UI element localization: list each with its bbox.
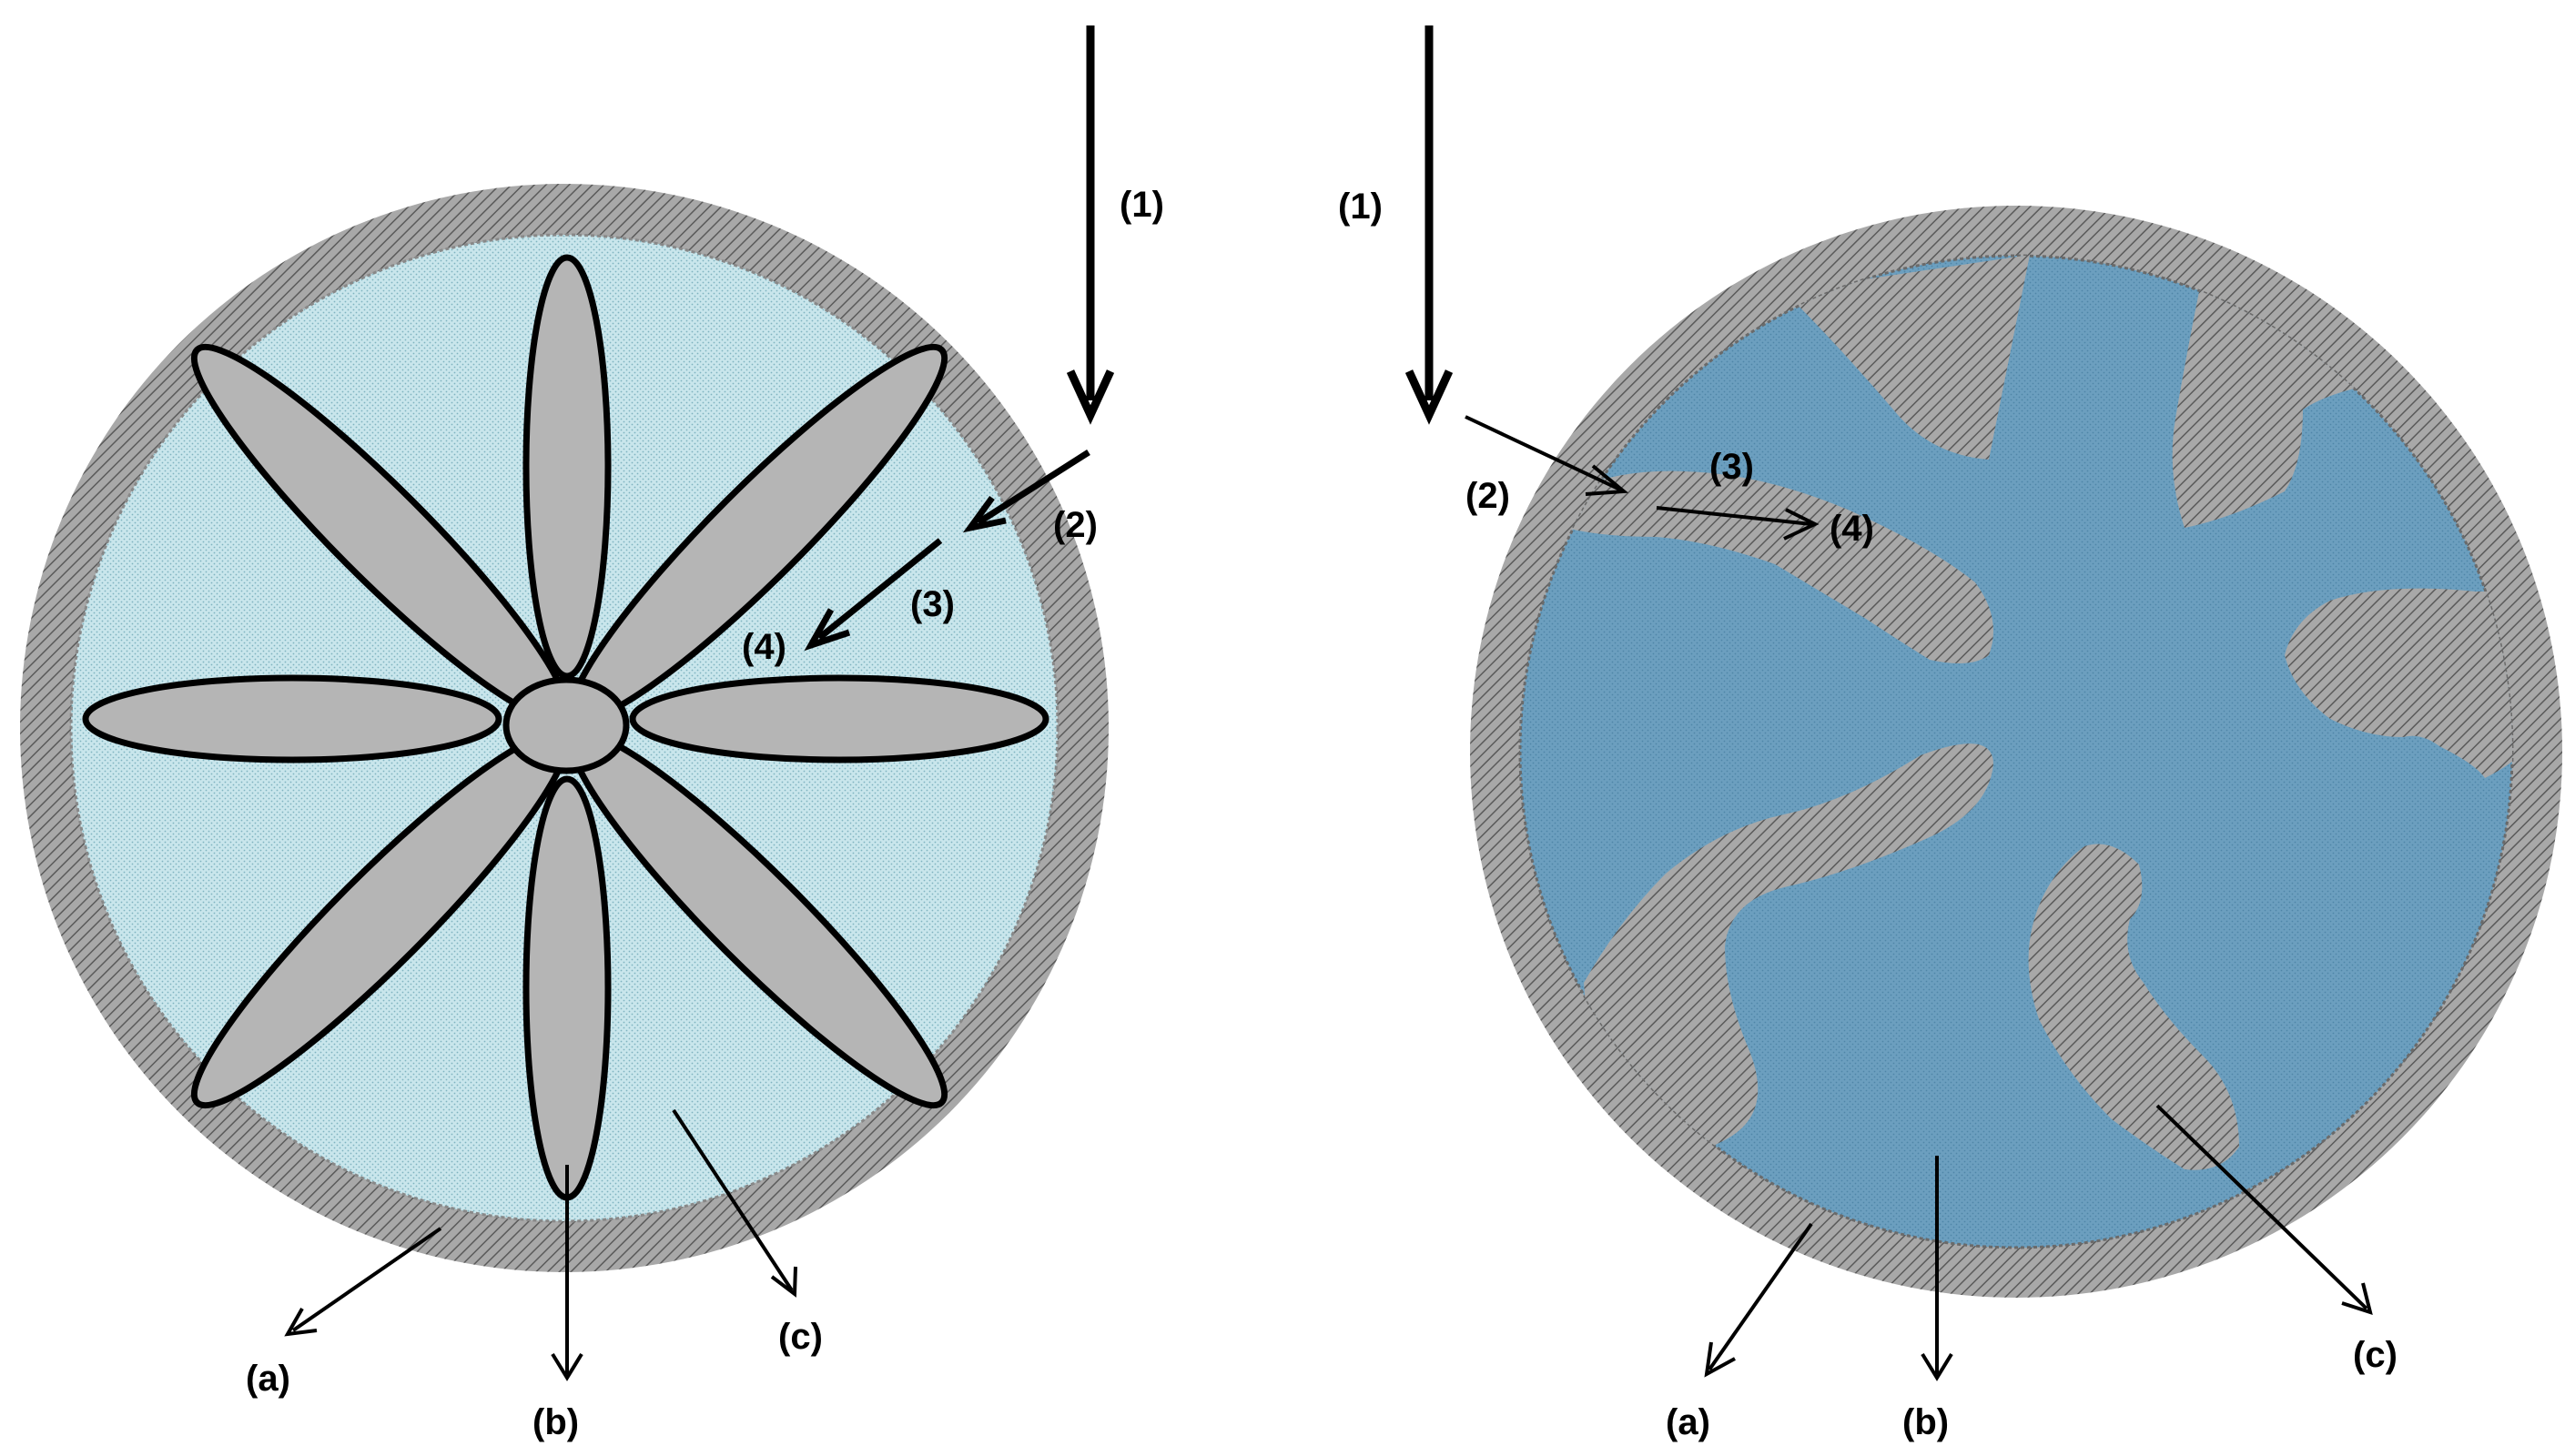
- arrow-step3: [816, 538, 943, 641]
- arrow-c-head: [770, 1266, 797, 1298]
- inclusion-upper-left-finger: [1566, 470, 1993, 663]
- label-c: (c): [778, 1317, 823, 1357]
- inclusion-right-lobe: [2285, 588, 2512, 778]
- arrow-c: [2155, 1104, 2368, 1310]
- arrow-b-head: [1921, 1352, 1953, 1381]
- inclusion-top-wedge: [1784, 256, 2030, 460]
- label-step3: (3): [910, 584, 955, 624]
- right-part-arrows: [1704, 1104, 2373, 1381]
- left-step-arrows: [804, 25, 1115, 652]
- arrow-step3-head: [1783, 508, 1820, 541]
- petal-center: [502, 676, 630, 774]
- right-diagram: (1) (2) (3) (4) (a) (b) (c): [1338, 25, 2562, 1442]
- arrow-step3-head: [804, 608, 851, 652]
- left-diagram: (1) (2) (3) (4) (a) (b) (c): [20, 25, 1164, 1442]
- inclusion-left-arm: [1584, 743, 1993, 1154]
- arrow-step2-head: [1585, 464, 1629, 496]
- arrow-step3: [1656, 506, 1812, 526]
- arrow-step2: [977, 450, 1090, 525]
- arrow-a: [1708, 1222, 1813, 1371]
- arrow-step2-head: [962, 495, 1007, 533]
- arrow-step1-head: [1066, 369, 1115, 425]
- arrow-b-head: [551, 1352, 583, 1381]
- label-step2: (2): [1053, 505, 1098, 545]
- arrow-a: [291, 1227, 442, 1332]
- arrow-a-head: [1704, 1341, 1736, 1378]
- label-step1: (1): [1120, 185, 1164, 225]
- label-step4: (4): [742, 627, 786, 667]
- label-a: (a): [246, 1359, 290, 1399]
- label-b: (b): [532, 1402, 579, 1442]
- left-petals: [82, 254, 1049, 1201]
- petal-left: [82, 674, 502, 763]
- label-step4: (4): [1830, 509, 1874, 549]
- arrow-c-head: [2341, 1282, 2373, 1316]
- arrow-a-head: [284, 1308, 318, 1337]
- label-step3: (3): [1709, 447, 1754, 487]
- petal-right: [629, 674, 1049, 763]
- inclusion-lower-right-hook: [2028, 844, 2239, 1170]
- arrow-c: [672, 1108, 794, 1292]
- right-step-arrows: [1404, 25, 1820, 541]
- label-step1: (1): [1338, 187, 1383, 227]
- petal-down: [522, 775, 612, 1201]
- label-c: (c): [2353, 1335, 2398, 1375]
- label-step2: (2): [1465, 476, 1510, 516]
- left-part-arrows: [284, 1108, 797, 1381]
- label-a: (a): [1666, 1402, 1710, 1442]
- petal-up: [522, 254, 612, 680]
- arrow-step2: [1465, 415, 1621, 491]
- arrow-step1-head: [1404, 369, 1454, 425]
- label-b: (b): [1902, 1402, 1949, 1442]
